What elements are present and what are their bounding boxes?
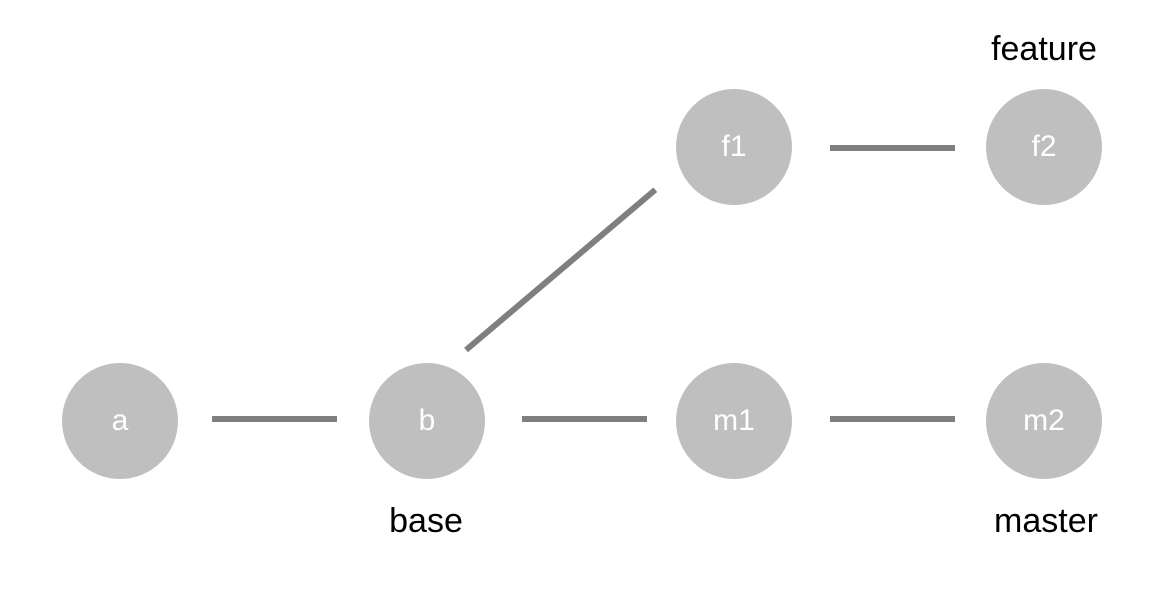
commit-node-b: b bbox=[369, 363, 485, 479]
edge-m1-m2 bbox=[830, 416, 955, 422]
commit-node-f2-label: f2 bbox=[1031, 130, 1057, 163]
commit-node-f2: f2 bbox=[986, 89, 1102, 205]
edge-b-f1 bbox=[464, 187, 658, 353]
commit-node-m1: m1 bbox=[676, 363, 792, 479]
branch-label-master: master bbox=[994, 502, 1098, 540]
commit-node-f1-label: f1 bbox=[721, 130, 747, 163]
commit-node-m1-label: m1 bbox=[713, 404, 755, 437]
commit-node-m2: m2 bbox=[986, 363, 1102, 479]
branch-label-base: base bbox=[389, 502, 463, 540]
commit-node-a-label: a bbox=[111, 404, 129, 437]
edge-a-b bbox=[212, 416, 337, 422]
edge-b-m1 bbox=[522, 416, 647, 422]
edge-f1-f2 bbox=[830, 145, 955, 151]
commit-node-m2-label: m2 bbox=[1023, 404, 1065, 437]
commit-node-f1: f1 bbox=[676, 89, 792, 205]
branch-label-feature: feature bbox=[991, 30, 1097, 68]
commit-node-a: a bbox=[62, 363, 178, 479]
commit-node-b-label: b bbox=[418, 404, 436, 437]
